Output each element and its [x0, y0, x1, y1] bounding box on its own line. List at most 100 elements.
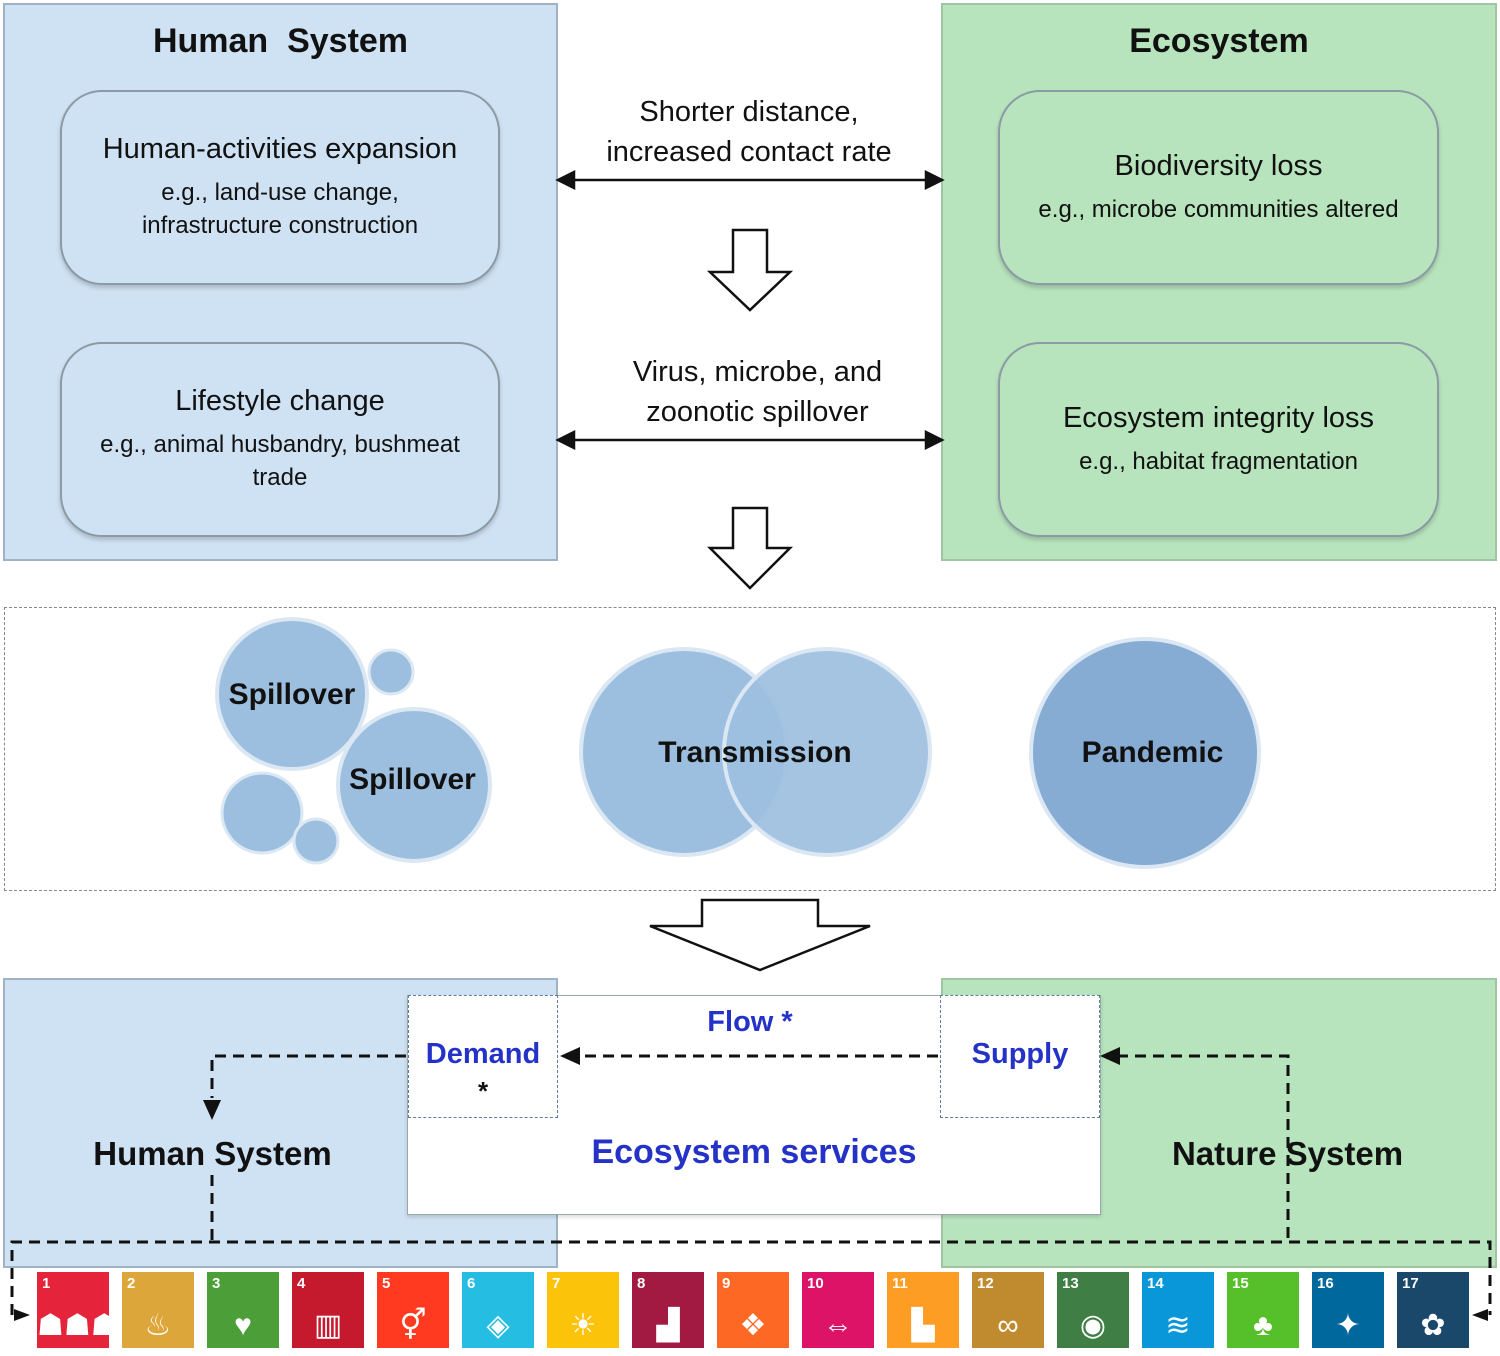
bubbles-layer [215, 617, 1261, 869]
eye-icon: ◉ [1079, 1309, 1107, 1342]
supply-label: Supply [971, 1038, 1069, 1070]
tree-icon: ♣ [1253, 1309, 1273, 1342]
sdg-goal-number: 8 [637, 1275, 646, 1292]
biodiversity-loss-example: e.g., microbe communities altered [1038, 195, 1399, 223]
sdg-goal-tile: 8▟ [632, 1272, 704, 1348]
sdg-goal-tile: 5⚥ [377, 1272, 449, 1348]
heartbeat-icon: ♥ [234, 1309, 252, 1342]
sdg-goal-number: 3 [212, 1275, 221, 1292]
biodiversity-loss-heading: Biodiversity loss [1114, 149, 1323, 182]
small-bubble [220, 771, 304, 855]
spillover-label-2: Spillover [349, 763, 476, 796]
ecosystem-integrity-box: Ecosystem integrity loss e.g., habitat f… [998, 342, 1439, 537]
down-arrow-icon [706, 228, 794, 312]
wide-down-arrow-icon [649, 898, 871, 972]
growth-chart-icon: ▟ [656, 1309, 680, 1342]
flower-icon: ✿ [1420, 1309, 1446, 1342]
sdg-goal-tile: 12∞ [972, 1272, 1044, 1348]
ecosystem-title: Ecosystem [1129, 22, 1309, 60]
sdg-goal-tile: 3♥ [207, 1272, 279, 1348]
biodiversity-loss-box: Biodiversity loss e.g., microbe communit… [998, 90, 1439, 285]
sdg-goal-tile: 2♨ [122, 1272, 194, 1348]
small-bubble [292, 817, 340, 865]
spillover-bubble [336, 707, 492, 863]
cubes-icon: ❖ [739, 1309, 767, 1342]
down-arrow-icon [706, 506, 794, 590]
arrow-head-icon [1472, 1309, 1488, 1321]
sdg-goal-number: 9 [722, 1275, 731, 1292]
sdg-goal-tile: 9❖ [717, 1272, 789, 1348]
sdg-goal-tile: 13◉ [1057, 1272, 1129, 1348]
arrow-head-icon [14, 1309, 30, 1321]
sdg-icon-strip: 1☗☗☗2♨3♥4▥5⚥6◈7☀8▟9❖10⇔11▙12∞13◉14≋15♣16… [37, 1272, 1469, 1348]
supply-box [940, 995, 1100, 1118]
sdg-goal-tile: 4▥ [292, 1272, 364, 1348]
human-activities-box: Human-activities expansion e.g., land-us… [60, 90, 500, 285]
sun-icon: ☀ [569, 1309, 597, 1342]
bottom-human-system-label: Human System [93, 1135, 332, 1172]
sdg-goal-number: 1 [42, 1275, 51, 1292]
arrow-head-icon [1100, 1047, 1120, 1065]
fish-icon: ≋ [1165, 1309, 1191, 1342]
human-activities-heading: Human-activities expansion [102, 133, 458, 165]
book-icon: ▥ [313, 1309, 343, 1342]
sdg-goal-number: 10 [807, 1275, 824, 1292]
arrow-head-icon [560, 1047, 580, 1065]
spillover-bubble [215, 617, 369, 771]
transmission-label: Transmission [658, 736, 852, 769]
gender-icon: ⚥ [399, 1309, 427, 1342]
ecosystem-integrity-heading: Ecosystem integrity loss [1062, 401, 1375, 434]
sdg-goal-number: 16 [1317, 1275, 1334, 1292]
human-system-title: Human System [152, 22, 409, 60]
sdg-goal-number: 14 [1147, 1275, 1164, 1292]
sdg-goal-tile: 11▙ [887, 1272, 959, 1348]
sdg-goal-number: 13 [1062, 1275, 1079, 1292]
equality-arrows-icon: ⇔ [823, 1309, 853, 1342]
flow-arrows-layer [10, 1047, 1492, 1321]
demand-asterisk: * [477, 1076, 489, 1106]
spillover-label: Virus, microbe, and zoonotic spillover [632, 356, 883, 428]
disease-progression-box [4, 607, 1496, 891]
city-icon: ▙ [911, 1309, 935, 1342]
sdg-goal-number: 17 [1402, 1275, 1419, 1292]
flow-label: Flow * [707, 1006, 793, 1038]
people-icon: ☗☗☗ [37, 1309, 118, 1342]
pandemic-label: Pandemic [1081, 736, 1224, 769]
lifestyle-change-box: Lifestyle change e.g., animal husbandry,… [60, 342, 500, 537]
transmission-bubble-right [722, 647, 932, 857]
small-bubble [367, 648, 415, 696]
bowl-icon: ♨ [144, 1309, 172, 1342]
sdg-goal-tile: 1 ☗☗☗ [37, 1272, 118, 1348]
ecosystem-services-label: Ecosystem services [591, 1133, 917, 1171]
dove-icon: ✦ [1335, 1309, 1361, 1342]
sdg-goal-tile: 10 ⇔ [802, 1272, 874, 1348]
sdg-goal-number: 12 [977, 1275, 994, 1292]
sdg-goal-tile: 17✿ [1397, 1272, 1469, 1348]
spillover-label-1: Spillover [228, 678, 356, 711]
sdg-goal-tile: 16✦ [1312, 1272, 1384, 1348]
sdg-goal-tile: 7☀ [547, 1272, 619, 1348]
infinity-icon: ∞ [997, 1309, 1019, 1342]
demand-box [408, 995, 558, 1118]
arrow-head-icon [203, 1100, 221, 1120]
contact-rate-label: Shorter distance, increased contact rate [606, 96, 892, 168]
double-arrow-icon [555, 169, 945, 191]
ecosystem-integrity-example: e.g., habitat fragmentation [1079, 447, 1358, 475]
lifestyle-change-heading: Lifestyle change [175, 385, 385, 417]
top-arrows-layer [555, 169, 945, 590]
sdg-goal-tile: 14≋ [1142, 1272, 1214, 1348]
sdg-goal-number: 6 [467, 1275, 476, 1292]
sdg-goal-number: 5 [382, 1275, 391, 1292]
lifestyle-change-example: e.g., animal husbandry, bushmeat trade [100, 431, 460, 491]
human-activities-example: e.g., land-use change, infrastructure co… [141, 179, 419, 239]
water-drop-icon: ◈ [486, 1309, 510, 1342]
pandemic-bubble [1029, 637, 1261, 869]
demand-label: Demand [425, 1038, 541, 1070]
sdg-goal-number: 15 [1232, 1275, 1249, 1292]
sdg-goal-number: 4 [297, 1275, 306, 1292]
sdg-goal-number: 11 [892, 1275, 908, 1292]
double-arrow-icon [555, 429, 945, 451]
sdg-goal-tile: 6◈ [462, 1272, 534, 1348]
sdg-goal-number: 7 [552, 1275, 561, 1292]
sdg-goal-tile: 15♣ [1227, 1272, 1299, 1348]
